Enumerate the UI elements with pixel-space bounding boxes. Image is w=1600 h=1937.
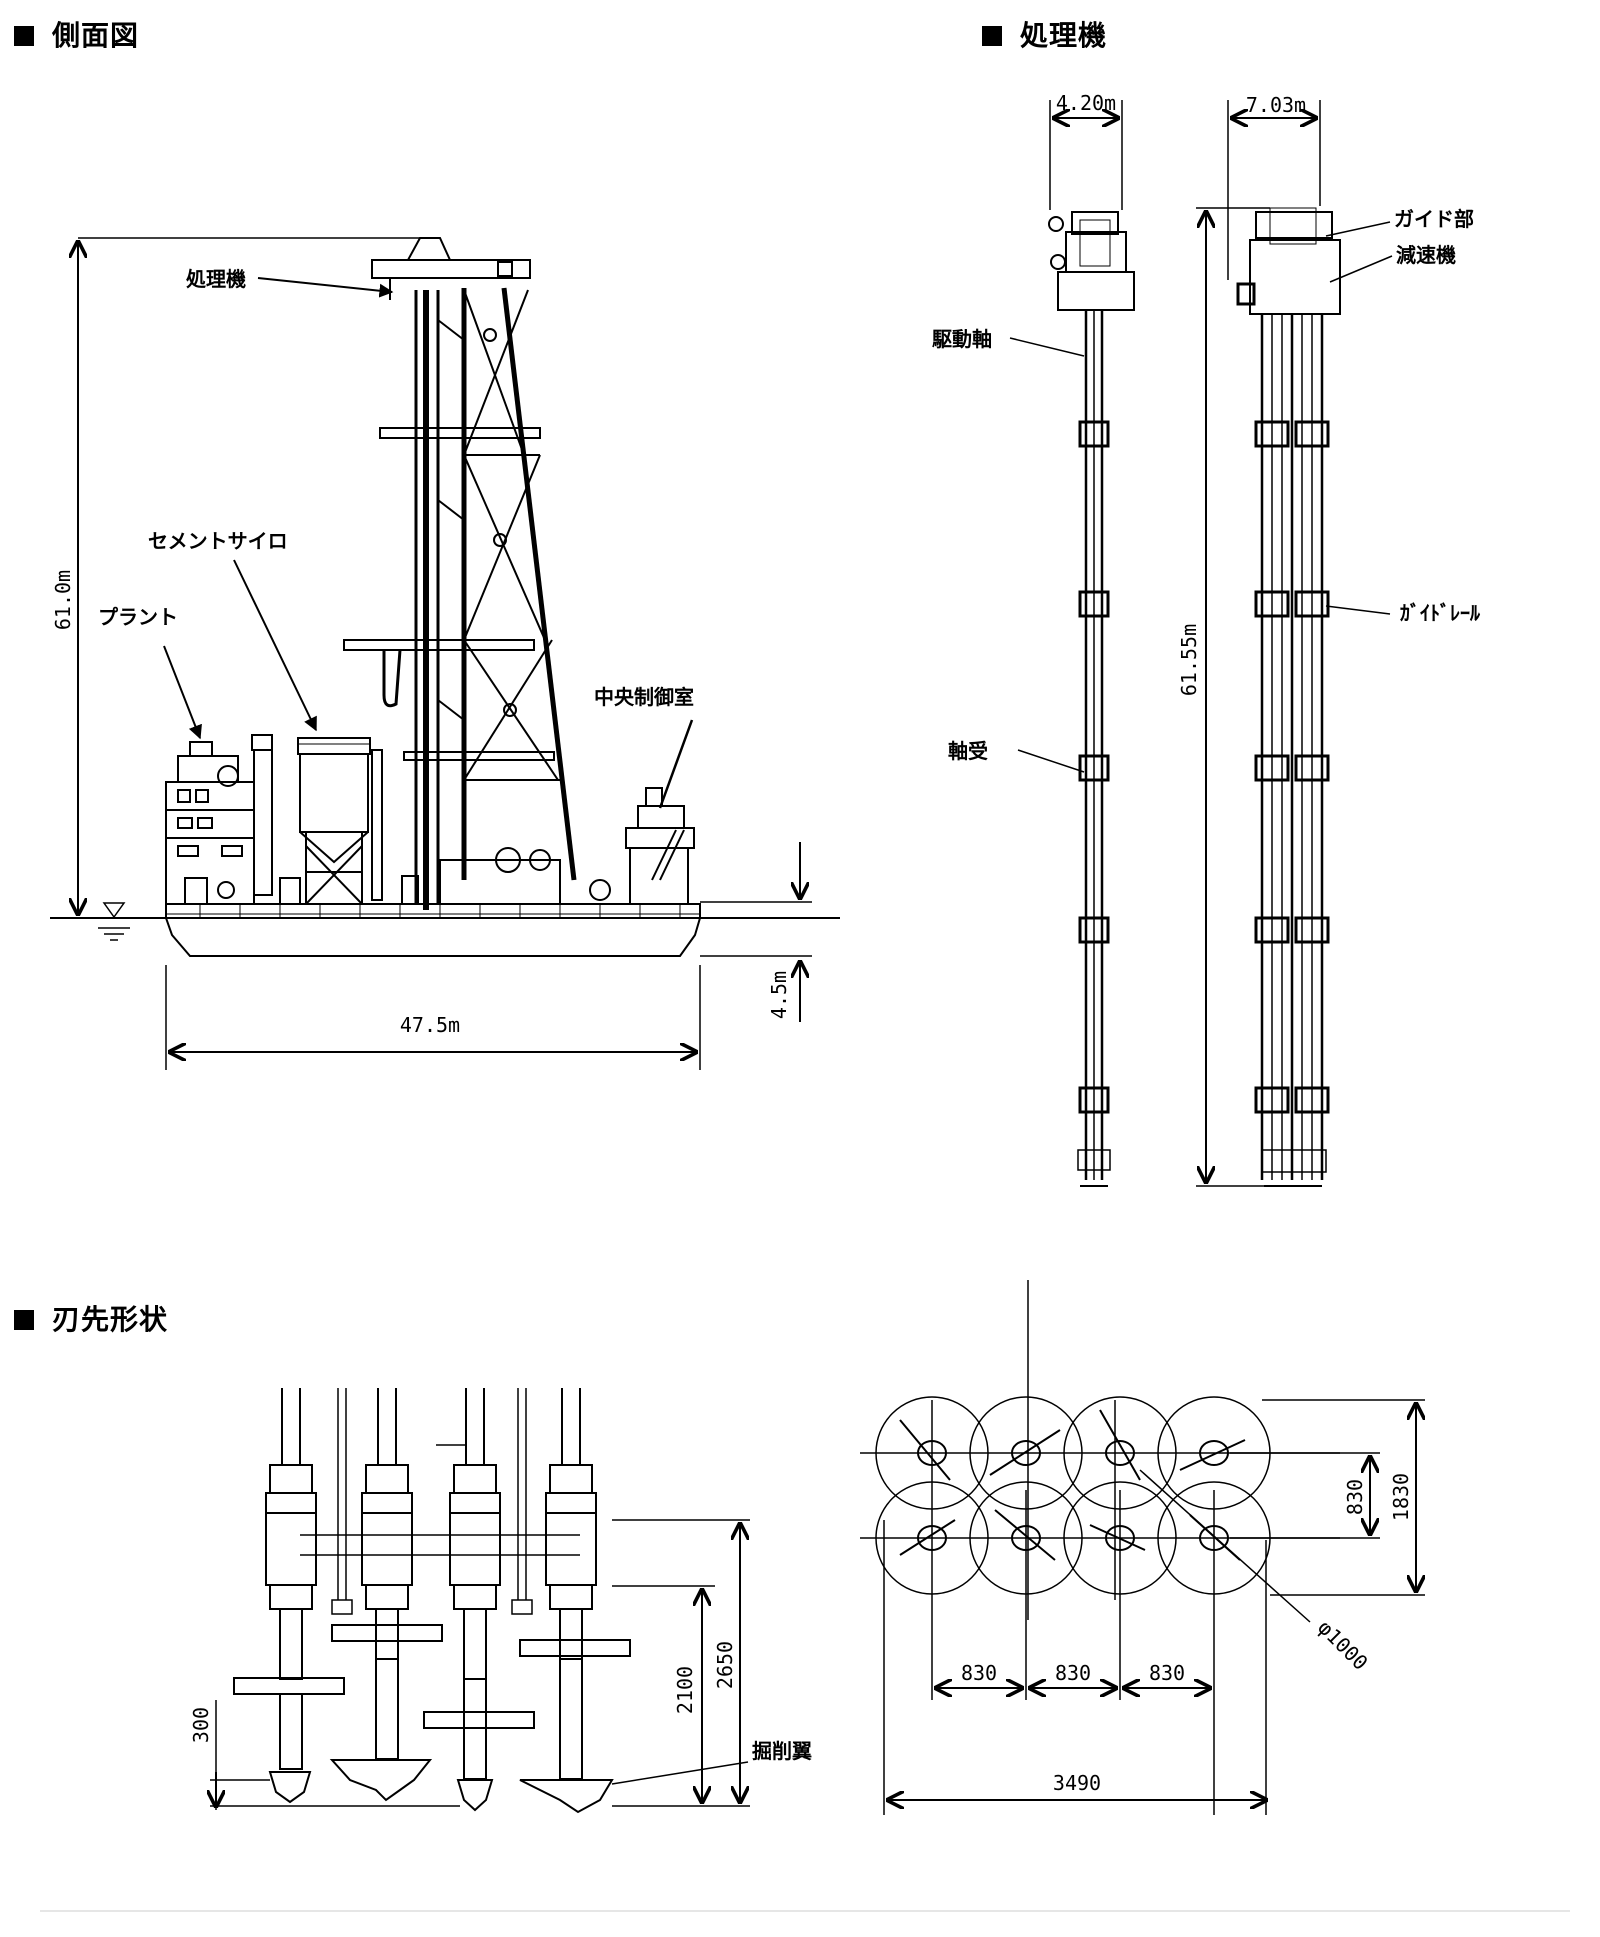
side-view-drawing bbox=[50, 237, 840, 1070]
leader-guide bbox=[1325, 221, 1391, 237]
barge-hull bbox=[165, 903, 701, 957]
section-title-side-view: 側面図 bbox=[14, 14, 139, 54]
leader-machine bbox=[257, 277, 394, 298]
section-title-machine: 処理機 bbox=[982, 14, 1107, 54]
label-guide-rail: ｶﾞｲﾄﾞﾚｰﾙ bbox=[1400, 601, 1481, 625]
blade-shaft bbox=[329, 1388, 443, 1802]
shaft-hub bbox=[917, 1440, 1229, 1551]
label-cement-silo: セメントサイロ bbox=[148, 529, 288, 553]
label-drive-shaft: 駆動軸 bbox=[932, 327, 992, 351]
dim-draft: 4.5m bbox=[767, 971, 791, 1019]
dim-300: 300 bbox=[189, 1707, 213, 1743]
dim-830-h1: 830 bbox=[961, 1661, 997, 1685]
dim-3490: 3490 bbox=[1053, 1771, 1101, 1795]
deck-equipment bbox=[589, 879, 611, 901]
leader-reducer bbox=[1329, 255, 1393, 283]
square-bullet-icon bbox=[14, 26, 34, 46]
dim-height: 61.0m bbox=[51, 570, 75, 630]
bearing bbox=[1078, 420, 1110, 1114]
water-level-icon bbox=[98, 902, 130, 941]
leader-cement-silo bbox=[233, 559, 317, 732]
label-plant: プラント bbox=[98, 605, 178, 629]
cement-silo bbox=[297, 737, 383, 905]
processing-tower bbox=[343, 237, 577, 910]
dim-830-h3: 830 bbox=[1149, 1661, 1185, 1685]
label-excavation-wing: 掘削翼 bbox=[752, 1739, 812, 1763]
blade-plan-view bbox=[860, 1280, 1425, 1815]
machine-side-view bbox=[1196, 100, 1341, 1187]
guide-rail-bearing bbox=[1254, 420, 1330, 1114]
dim-2650: 2650 bbox=[713, 1641, 737, 1689]
dim-830-h2: 830 bbox=[1055, 1661, 1091, 1685]
deck-equipment bbox=[401, 875, 419, 905]
control-room bbox=[625, 719, 695, 905]
bottom-divider bbox=[40, 1910, 1570, 1912]
blade-shaft bbox=[233, 1388, 345, 1804]
dim-width-b: 7.03m bbox=[1246, 93, 1306, 117]
section-title-blade: 刃先形状 bbox=[14, 1298, 168, 1338]
label-reducer: 減速機 bbox=[1396, 243, 1456, 267]
deck-equipment bbox=[279, 877, 301, 905]
dim-phi-1000: φ1000 bbox=[1313, 1615, 1373, 1675]
label-bearing: 軸受 bbox=[948, 739, 988, 763]
blade-circle bbox=[875, 1396, 1271, 1595]
label-guide: ガイド部 bbox=[1394, 207, 1474, 231]
plant-building bbox=[165, 734, 273, 905]
blade-shaft bbox=[519, 1388, 631, 1814]
leader-guide-rail bbox=[1325, 605, 1391, 615]
blade-shaft bbox=[423, 1388, 535, 1812]
blade-side-view bbox=[210, 1388, 750, 1814]
label-control-room: 中央制御室 bbox=[594, 685, 694, 709]
dim-machine-height: 61.55m bbox=[1177, 624, 1201, 696]
square-bullet-icon bbox=[982, 26, 1002, 46]
square-bullet-icon bbox=[14, 1310, 34, 1330]
dim-1830: 1830 bbox=[1389, 1473, 1413, 1521]
leader-drive-shaft bbox=[1009, 337, 1085, 357]
machine-front-view bbox=[1048, 100, 1135, 1187]
leader-plant bbox=[163, 645, 202, 740]
dim-length: 47.5m bbox=[400, 1013, 460, 1037]
dim-2100: 2100 bbox=[673, 1666, 697, 1714]
dim-width-a: 4.20m bbox=[1056, 91, 1116, 115]
label-machine: 処理機 bbox=[186, 267, 246, 291]
leader-bearing bbox=[1017, 749, 1085, 773]
dim-830-vertical: 830 bbox=[1343, 1479, 1367, 1515]
leader-excavation-wing bbox=[611, 1761, 749, 1785]
